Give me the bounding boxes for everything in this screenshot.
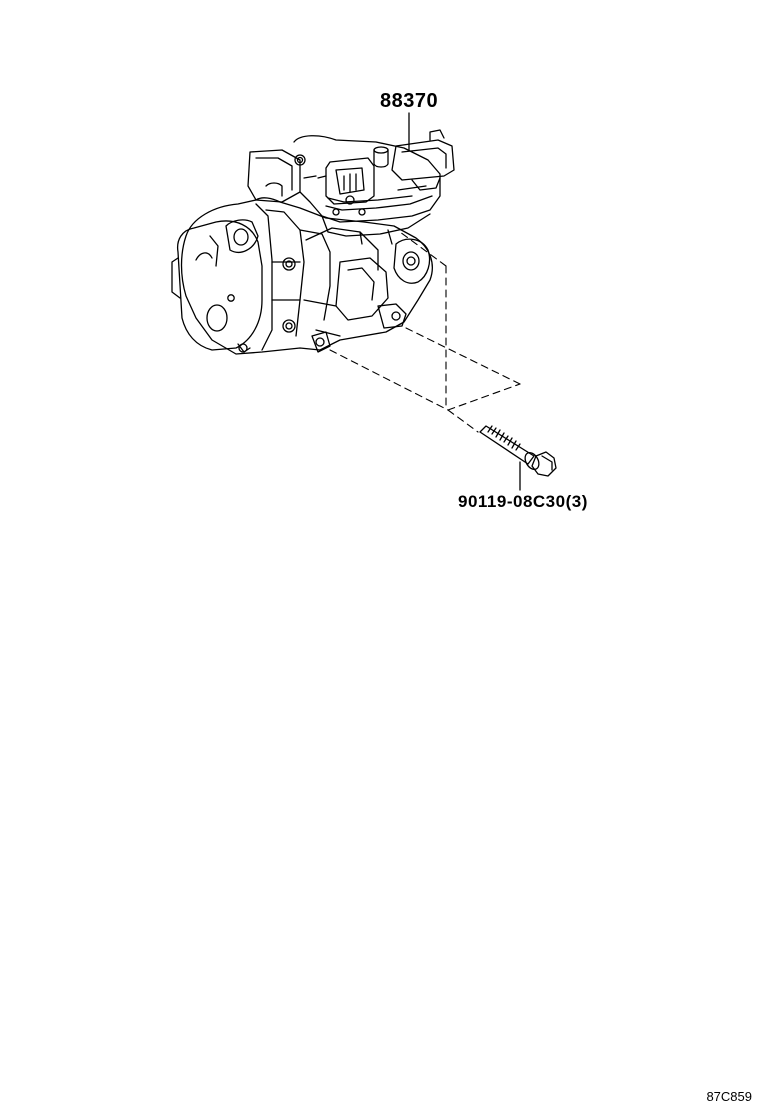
ac-compressor-illustration (171, 112, 455, 355)
illustration-reference-code: 87C859 (706, 1089, 752, 1104)
mounting-bolt-illustration (479, 425, 557, 491)
installation-guide-lines (329, 231, 521, 433)
bolt-part-number-label[interactable]: 90119-08C30(3) (458, 492, 588, 511)
compressor-part-number-label[interactable]: 88370 (380, 90, 439, 112)
